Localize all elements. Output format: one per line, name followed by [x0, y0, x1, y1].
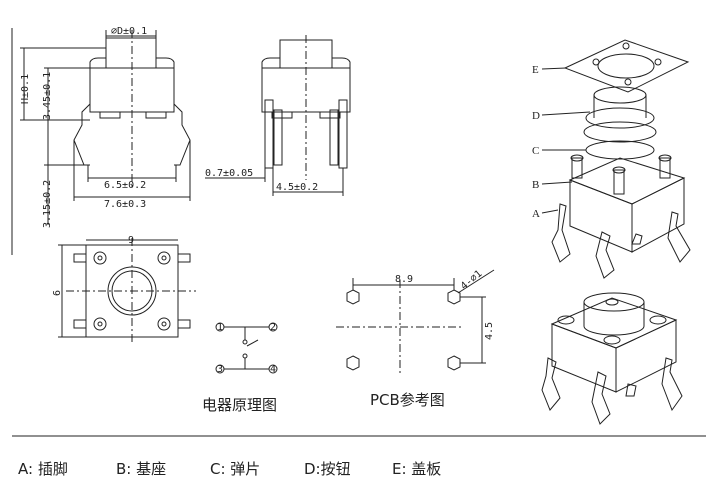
dim-6-label: 6: [52, 290, 63, 296]
dim-hole-label: 4-⌀1: [459, 268, 485, 292]
front-view: 0.7±0.05 4.5±0.2: [205, 35, 351, 196]
schematic-caption: 电器原理图: [202, 396, 277, 414]
dim-45-front-label: 4.5±0.2: [276, 182, 318, 193]
exploded-label-c: C: [532, 145, 539, 157]
exploded-view: E D C B A: [532, 39, 691, 279]
dim-d-label: ⌀D±0.1: [111, 26, 147, 37]
top-view: 9 6: [52, 235, 196, 345]
pcb-layout: 8.9 4-⌀1 4.5 PCB参考图: [336, 268, 495, 409]
dim-345-label: 3.45±0.1: [42, 72, 53, 120]
legend-e: E: 盖板: [392, 460, 442, 478]
legend-c: C: 弹片: [210, 460, 261, 478]
pin3-label: 3: [217, 364, 223, 375]
dim-315-label: 3.15±0.2: [42, 180, 53, 228]
exploded-label-e: E: [532, 64, 539, 76]
pin2-label: 2: [270, 322, 276, 333]
pcb-caption: PCB参考图: [370, 391, 445, 409]
exploded-label-a: A: [532, 208, 540, 220]
dim-45-pcb-label: 4.5: [484, 322, 495, 340]
side-view: ⌀D±0.1 H±0.1 3.45±0.1 3.15±0.2 6.5±0.2 7…: [20, 26, 191, 228]
legend-d: D:按钮: [304, 460, 351, 478]
exploded-label-b: B: [532, 179, 539, 191]
dim-h-label: H±0.1: [20, 74, 31, 104]
parts-legend: A: 插脚 B: 基座 C: 弹片 D:按钮 E: 盖板: [0, 458, 714, 484]
exploded-label-d: D: [532, 110, 540, 122]
dim-9-label: 9: [128, 235, 134, 246]
schematic: 1 2 3 4 电器原理图: [202, 322, 278, 414]
dim-89-label: 8.9: [395, 274, 413, 285]
legend-b: B: 基座: [116, 460, 167, 478]
pin1-label: 1: [217, 322, 223, 333]
pin4-label: 4: [270, 364, 276, 375]
dim-07-label: 0.7±0.05: [205, 168, 253, 179]
dim-65-label: 6.5±0.2: [104, 180, 146, 191]
legend-a: A: 插脚: [18, 460, 68, 478]
assembled-view: [541, 292, 683, 425]
dim-76-label: 7.6±0.3: [104, 199, 146, 210]
